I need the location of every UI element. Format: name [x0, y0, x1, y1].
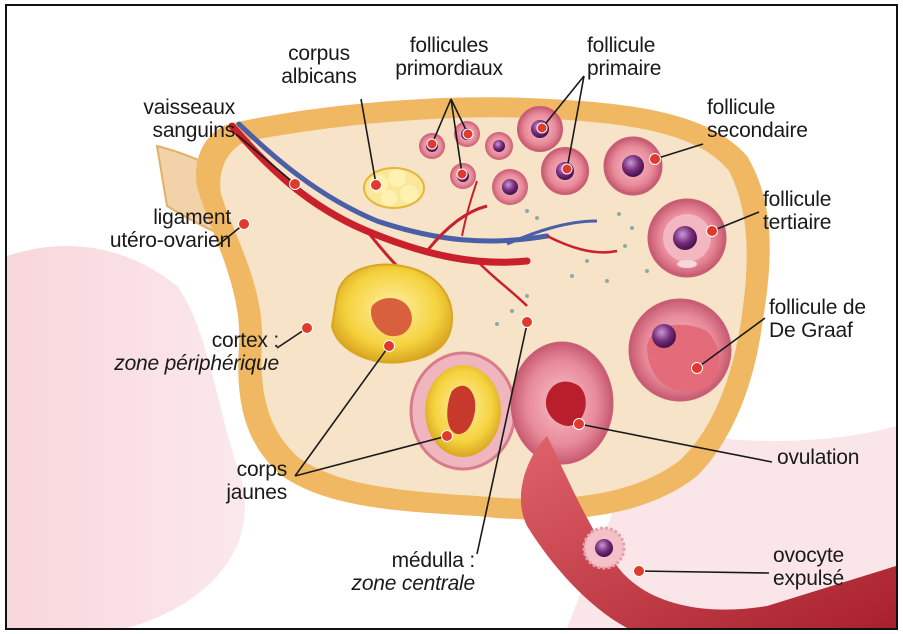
graafian-follicle	[630, 300, 730, 400]
tertiary-follicle	[649, 200, 725, 276]
secondary-follicle	[605, 138, 661, 194]
label-cortex: cortex :zone périphérique	[41, 329, 279, 375]
background-tissue	[7, 246, 245, 628]
expelled-oocyte	[584, 528, 624, 568]
ovulating-follicle	[512, 343, 612, 463]
label-ovulation: ovulation	[777, 446, 892, 469]
label-medulla: médulla :zone centrale	[325, 549, 475, 595]
